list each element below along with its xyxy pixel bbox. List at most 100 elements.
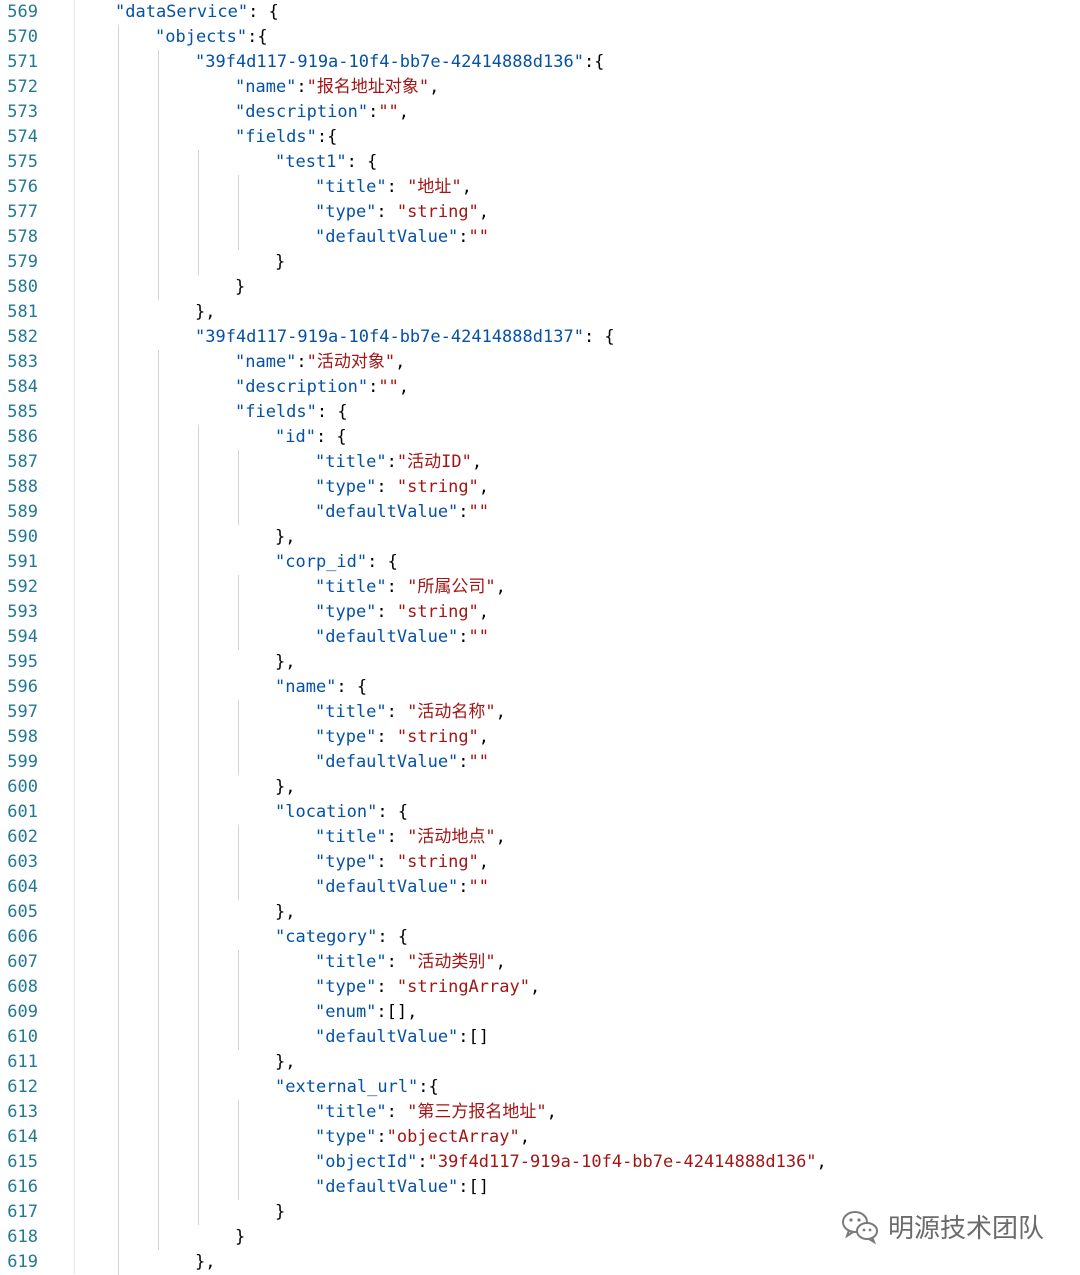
code-line[interactable]: 612"external_url":{ (0, 1075, 1080, 1100)
json-punctuation: : (386, 827, 408, 847)
json-key: "name" (235, 77, 297, 97)
json-key: "type" (315, 602, 377, 622)
json-string: "string" (396, 477, 479, 497)
code-line[interactable]: 597"title": "活动名称", (0, 700, 1080, 725)
code-line[interactable]: 585"fields": { (0, 400, 1080, 425)
line-code: "type": "stringArray", (315, 975, 540, 1000)
code-line[interactable]: 572"name":"报名地址对象", (0, 75, 1080, 100)
code-line[interactable]: 593"type": "string", (0, 600, 1080, 625)
code-line[interactable]: 611}, (0, 1050, 1080, 1075)
line-code: "description":"", (235, 375, 409, 400)
code-line[interactable]: 578"defaultValue":"" (0, 225, 1080, 250)
indent-guide (238, 175, 239, 250)
code-line[interactable]: 594"defaultValue":"" (0, 625, 1080, 650)
json-punctuation: : (376, 477, 397, 497)
code-line[interactable]: 586"id": { (0, 425, 1080, 450)
code-line[interactable]: 582"39f4d117-919a-10f4-bb7e-42414888d137… (0, 325, 1080, 350)
code-line[interactable]: 575"test1": { (0, 150, 1080, 175)
code-line[interactable]: 617} (0, 1200, 1080, 1225)
json-key: "category" (275, 927, 378, 947)
code-line[interactable]: 583"name":"活动对象", (0, 350, 1080, 375)
code-line[interactable]: 605}, (0, 900, 1080, 925)
line-code: "type": "string", (315, 200, 489, 225)
code-line[interactable]: 590}, (0, 525, 1080, 550)
line-number: 615 (7, 1152, 38, 1172)
line-code: "title": "活动类别", (315, 950, 506, 975)
code-line[interactable]: 574"fields":{ (0, 125, 1080, 150)
json-string: "string" (396, 202, 479, 222)
code-line[interactable]: 587"title":"活动ID", (0, 450, 1080, 475)
json-punctuation: , (519, 1127, 530, 1147)
line-code: }, (275, 775, 295, 800)
code-line[interactable]: 596"name": { (0, 675, 1080, 700)
indent-guide (238, 700, 239, 775)
line-number: 578 (7, 227, 38, 247)
code-line[interactable]: 581}, (0, 300, 1080, 325)
code-line[interactable]: 580} (0, 275, 1080, 300)
line-code: "title": "地址", (315, 175, 472, 200)
code-line[interactable]: 584"description":"", (0, 375, 1080, 400)
code-line[interactable]: 598"type": "string", (0, 725, 1080, 750)
json-punctuation: : (368, 102, 379, 122)
code-line[interactable]: 573"description":"", (0, 100, 1080, 125)
code-line[interactable]: 592"title": "所属公司", (0, 575, 1080, 600)
code-line[interactable]: 595}, (0, 650, 1080, 675)
json-key: "title" (315, 452, 387, 472)
json-key: "name" (235, 352, 297, 372)
line-code: }, (195, 300, 215, 325)
json-key: "defaultValue" (315, 877, 459, 897)
code-line[interactable]: 589"defaultValue":"" (0, 500, 1080, 525)
code-line[interactable]: 609"enum":[], (0, 1000, 1080, 1025)
code-line[interactable]: 607 "title": "活动类别", (0, 950, 1080, 975)
code-line[interactable]: 614"type":"objectArray", (0, 1125, 1080, 1150)
line-number: 610 (7, 1027, 38, 1047)
json-key: "id" (275, 427, 316, 447)
code-line[interactable]: 600}, (0, 775, 1080, 800)
json-key: "corp_id" (275, 552, 368, 572)
code-line[interactable]: 616"defaultValue":[] (0, 1175, 1080, 1200)
code-line[interactable]: 618} (0, 1225, 1080, 1250)
code-line[interactable]: 608"type": "stringArray", (0, 975, 1080, 1000)
code-line[interactable]: 591"corp_id": { (0, 550, 1080, 575)
code-line[interactable]: 576"title": "地址", (0, 175, 1080, 200)
json-punctuation: }, (275, 777, 296, 797)
code-line[interactable]: 571"39f4d117-919a-10f4-bb7e-42414888d136… (0, 50, 1080, 75)
code-line[interactable]: 615"objectId":"39f4d117-919a-10f4-bb7e-4… (0, 1150, 1080, 1175)
code-line[interactable]: 579} (0, 250, 1080, 275)
line-number: 607 (7, 952, 38, 972)
json-string: "" (378, 377, 399, 397)
code-line[interactable]: 619}, (0, 1250, 1080, 1275)
line-number: 577 (7, 202, 38, 222)
code-line[interactable]: 606"category": { (0, 925, 1080, 950)
code-line[interactable]: 604"defaultValue":"" (0, 875, 1080, 900)
code-line[interactable]: 602"title": "活动地点", (0, 825, 1080, 850)
line-code: "title": "活动地点", (315, 825, 506, 850)
code-line[interactable]: 570"objects":{ (0, 25, 1080, 50)
line-code: "name":"活动对象", (235, 350, 405, 375)
code-line[interactable]: 603"type": "string", (0, 850, 1080, 875)
json-key: "type" (315, 977, 377, 997)
json-punctuation: : (296, 77, 307, 97)
json-punctuation: : (386, 1102, 408, 1122)
line-code: "enum":[], (315, 1000, 417, 1025)
json-punctuation: : (368, 377, 379, 397)
line-number: 580 (7, 277, 38, 297)
line-number: 605 (7, 902, 38, 922)
json-string: "string" (396, 602, 479, 622)
code-line[interactable]: 613"title": "第三方报名地址", (0, 1100, 1080, 1125)
json-key: "defaultValue" (315, 1027, 459, 1047)
json-punctuation: } (275, 1202, 286, 1222)
json-punctuation: : { (377, 927, 409, 947)
code-line[interactable]: 601"location": { (0, 800, 1080, 825)
code-line[interactable]: 577 "type": "string", (0, 200, 1080, 225)
code-line[interactable]: 599"defaultValue":"" (0, 750, 1080, 775)
json-punctuation: } (235, 277, 246, 297)
code-line[interactable]: 588"type": "string", (0, 475, 1080, 500)
line-code: }, (275, 1050, 295, 1075)
code-line[interactable]: 569"dataService": { (0, 0, 1080, 25)
code-line[interactable]: 610"defaultValue":[] (0, 1025, 1080, 1050)
indent-guide (158, 350, 159, 1250)
json-punctuation: : (376, 1127, 387, 1147)
line-number: 603 (7, 852, 38, 872)
